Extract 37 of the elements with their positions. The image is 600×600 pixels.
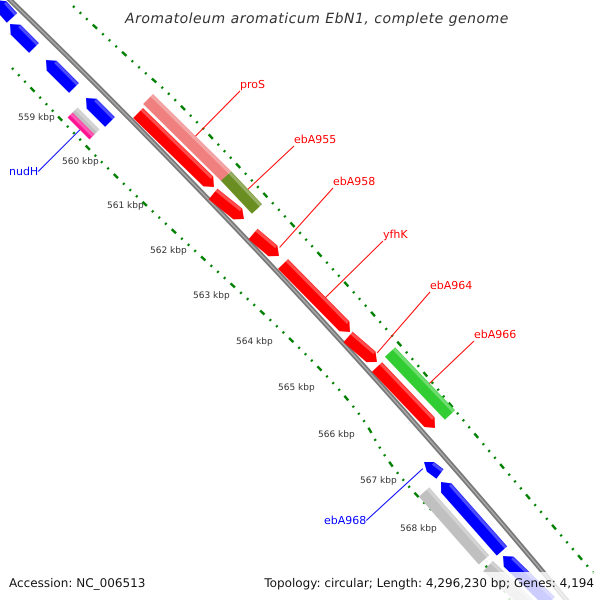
position-label: 560 kbp bbox=[62, 157, 99, 168]
gene-label: ebA958 bbox=[333, 175, 376, 188]
position-label: 563 kbp bbox=[193, 291, 230, 302]
gene-block bbox=[68, 112, 94, 140]
gene-block bbox=[220, 171, 262, 214]
gene-label: ebA968 bbox=[324, 514, 366, 527]
position-label: 564 kbp bbox=[236, 337, 273, 348]
gene-label: nudH bbox=[9, 165, 38, 178]
gene-block bbox=[343, 332, 377, 362]
leader-line bbox=[248, 146, 294, 190]
leader-line bbox=[195, 90, 240, 137]
position-label: 561 kbp bbox=[107, 201, 144, 212]
gene-label: ebA966 bbox=[474, 328, 516, 341]
gene-label: yfhK bbox=[383, 228, 408, 241]
leader-line bbox=[429, 340, 474, 384]
leader-line bbox=[366, 468, 424, 521]
gene-label: ebA964 bbox=[430, 279, 472, 292]
position-label: 567 kbp bbox=[360, 476, 397, 487]
position-label: 562 kbp bbox=[150, 246, 187, 257]
gene-block bbox=[384, 347, 456, 420]
position-label: 566 kbp bbox=[318, 430, 355, 441]
gene-block bbox=[424, 462, 444, 479]
gene-block bbox=[278, 259, 350, 332]
position-label: 565 kbp bbox=[278, 383, 315, 394]
position-label: 559 kbp bbox=[18, 113, 55, 124]
leader-line bbox=[376, 292, 430, 354]
gene-label: ebA955 bbox=[294, 133, 336, 146]
leader-line bbox=[325, 240, 384, 298]
position-label: 568 kbp bbox=[400, 524, 437, 535]
title: Aromatoleum aromaticum EbN1, complete genome bbox=[125, 10, 509, 29]
gene-block bbox=[143, 94, 231, 181]
genome-info-text: Topology: circular; Length: 4,296,230 bp; Genes: 4,194 bbox=[264, 575, 594, 592]
accession-text: Accession: NC_006513 bbox=[9, 575, 146, 592]
gene-label: proS bbox=[240, 78, 265, 91]
leader-line bbox=[279, 188, 334, 248]
leader-line bbox=[38, 129, 80, 172]
gene-block bbox=[248, 228, 279, 256]
